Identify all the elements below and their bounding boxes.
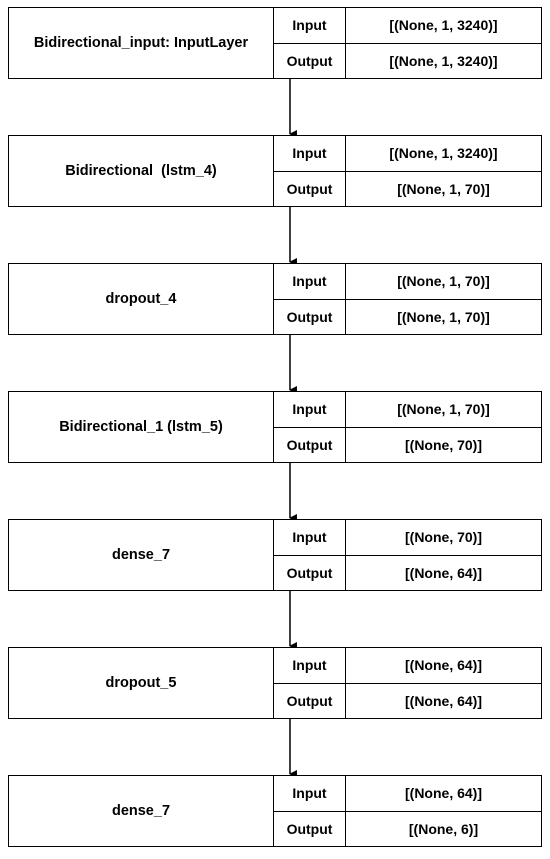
input-shape: [(None, 1, 3240)] bbox=[389, 17, 498, 34]
io-table: Input [(None, 1, 70)] Output [(None, 70)] bbox=[274, 392, 541, 462]
input-label: Input bbox=[274, 136, 346, 171]
io-table: Input [(None, 1, 3240)] Output [(None, 1, 3… bbox=[274, 8, 541, 78]
output-label: Output bbox=[274, 683, 346, 718]
input-shape: [(None, 70)] bbox=[405, 529, 482, 546]
input-label: Input bbox=[274, 648, 346, 683]
layer-name: Bidirectional_input: InputLayer bbox=[9, 8, 274, 78]
output-shape: [(None, 64)] bbox=[405, 692, 482, 709]
layer-name: Bidirectional_1 (lstm_5) bbox=[9, 392, 274, 462]
io-table: Input [(None, 1, 70)] Output [(None, 1, 70)… bbox=[274, 264, 541, 334]
io-table: Input [(None, 1, 3240)] Output [(None, 1, 7… bbox=[274, 136, 541, 206]
io-table: Input [(None, 70)] Output [(None, 64)] bbox=[274, 520, 541, 590]
output-shape: [(None, 6)] bbox=[408, 820, 479, 837]
layer-name: dense_7 bbox=[9, 520, 274, 590]
output-label: Output bbox=[274, 171, 346, 206]
output-label: Output bbox=[274, 43, 346, 78]
layer-name: dropout_5 bbox=[9, 648, 274, 718]
input-label: Input bbox=[274, 392, 346, 427]
output-label: Output bbox=[274, 427, 346, 462]
output-row: Output [(None, 64)] bbox=[274, 554, 541, 590]
input-label: Input bbox=[274, 776, 346, 811]
layer-box: Bidirectional (lstm_4)Input [(None, 1, 32… bbox=[8, 135, 542, 207]
input-row: Input [(None, 64)] bbox=[274, 648, 541, 683]
output-label: Output bbox=[274, 555, 346, 590]
output-row: Output [(None, 1, 70)] bbox=[274, 170, 541, 206]
output-row: Output [(None, 70)] bbox=[274, 426, 541, 462]
output-row: Output [(None, 1, 70)] bbox=[274, 298, 541, 334]
output-label: Output bbox=[274, 299, 346, 334]
input-row: Input [(None, 1, 3240)] bbox=[274, 136, 541, 171]
layer-box: Bidirectional_1 (lstm_5)Input [(None, 1, … bbox=[8, 391, 542, 463]
input-shape: [(None, 1, 3240)] bbox=[389, 145, 498, 162]
layer-name: dropout_4 bbox=[9, 264, 274, 334]
output-shape: [(None, 64)] bbox=[405, 564, 482, 581]
input-shape: [(None, 1, 70)] bbox=[397, 273, 490, 290]
input-label: Input bbox=[274, 8, 346, 43]
output-shape: [(None, 70)] bbox=[405, 436, 482, 453]
output-shape: [(None, 1, 3240)] bbox=[389, 52, 498, 69]
input-label: Input bbox=[274, 264, 346, 299]
input-row: Input [(None, 1, 70)] bbox=[274, 264, 541, 299]
layer-name: dense_7 bbox=[9, 776, 274, 846]
output-row: Output [(None, 1, 3240)] bbox=[274, 42, 541, 78]
output-shape: [(None, 1, 70)] bbox=[397, 308, 490, 325]
layer-name: Bidirectional (lstm_4) bbox=[9, 136, 274, 206]
input-label: Input bbox=[274, 520, 346, 555]
io-table: Input [(None, 64)] Output [(None, 6)] bbox=[274, 776, 541, 846]
output-label: Output bbox=[274, 811, 346, 846]
input-row: Input [(None, 1, 70)] bbox=[274, 392, 541, 427]
output-shape: [(None, 1, 70)] bbox=[397, 180, 490, 197]
input-row: Input [(None, 70)] bbox=[274, 520, 541, 555]
output-row: Output [(None, 64)] bbox=[274, 682, 541, 718]
input-row: Input [(None, 1, 3240)] bbox=[274, 8, 541, 43]
input-row: Input [(None, 64)] bbox=[274, 776, 541, 811]
output-row: Output [(None, 6)] bbox=[274, 810, 541, 846]
input-shape: [(None, 1, 70)] bbox=[397, 401, 490, 418]
input-shape: [(None, 64)] bbox=[405, 657, 482, 674]
io-table: Input [(None, 64)] Output [(None, 64)] bbox=[274, 648, 541, 718]
input-shape: [(None, 64)] bbox=[405, 785, 482, 802]
